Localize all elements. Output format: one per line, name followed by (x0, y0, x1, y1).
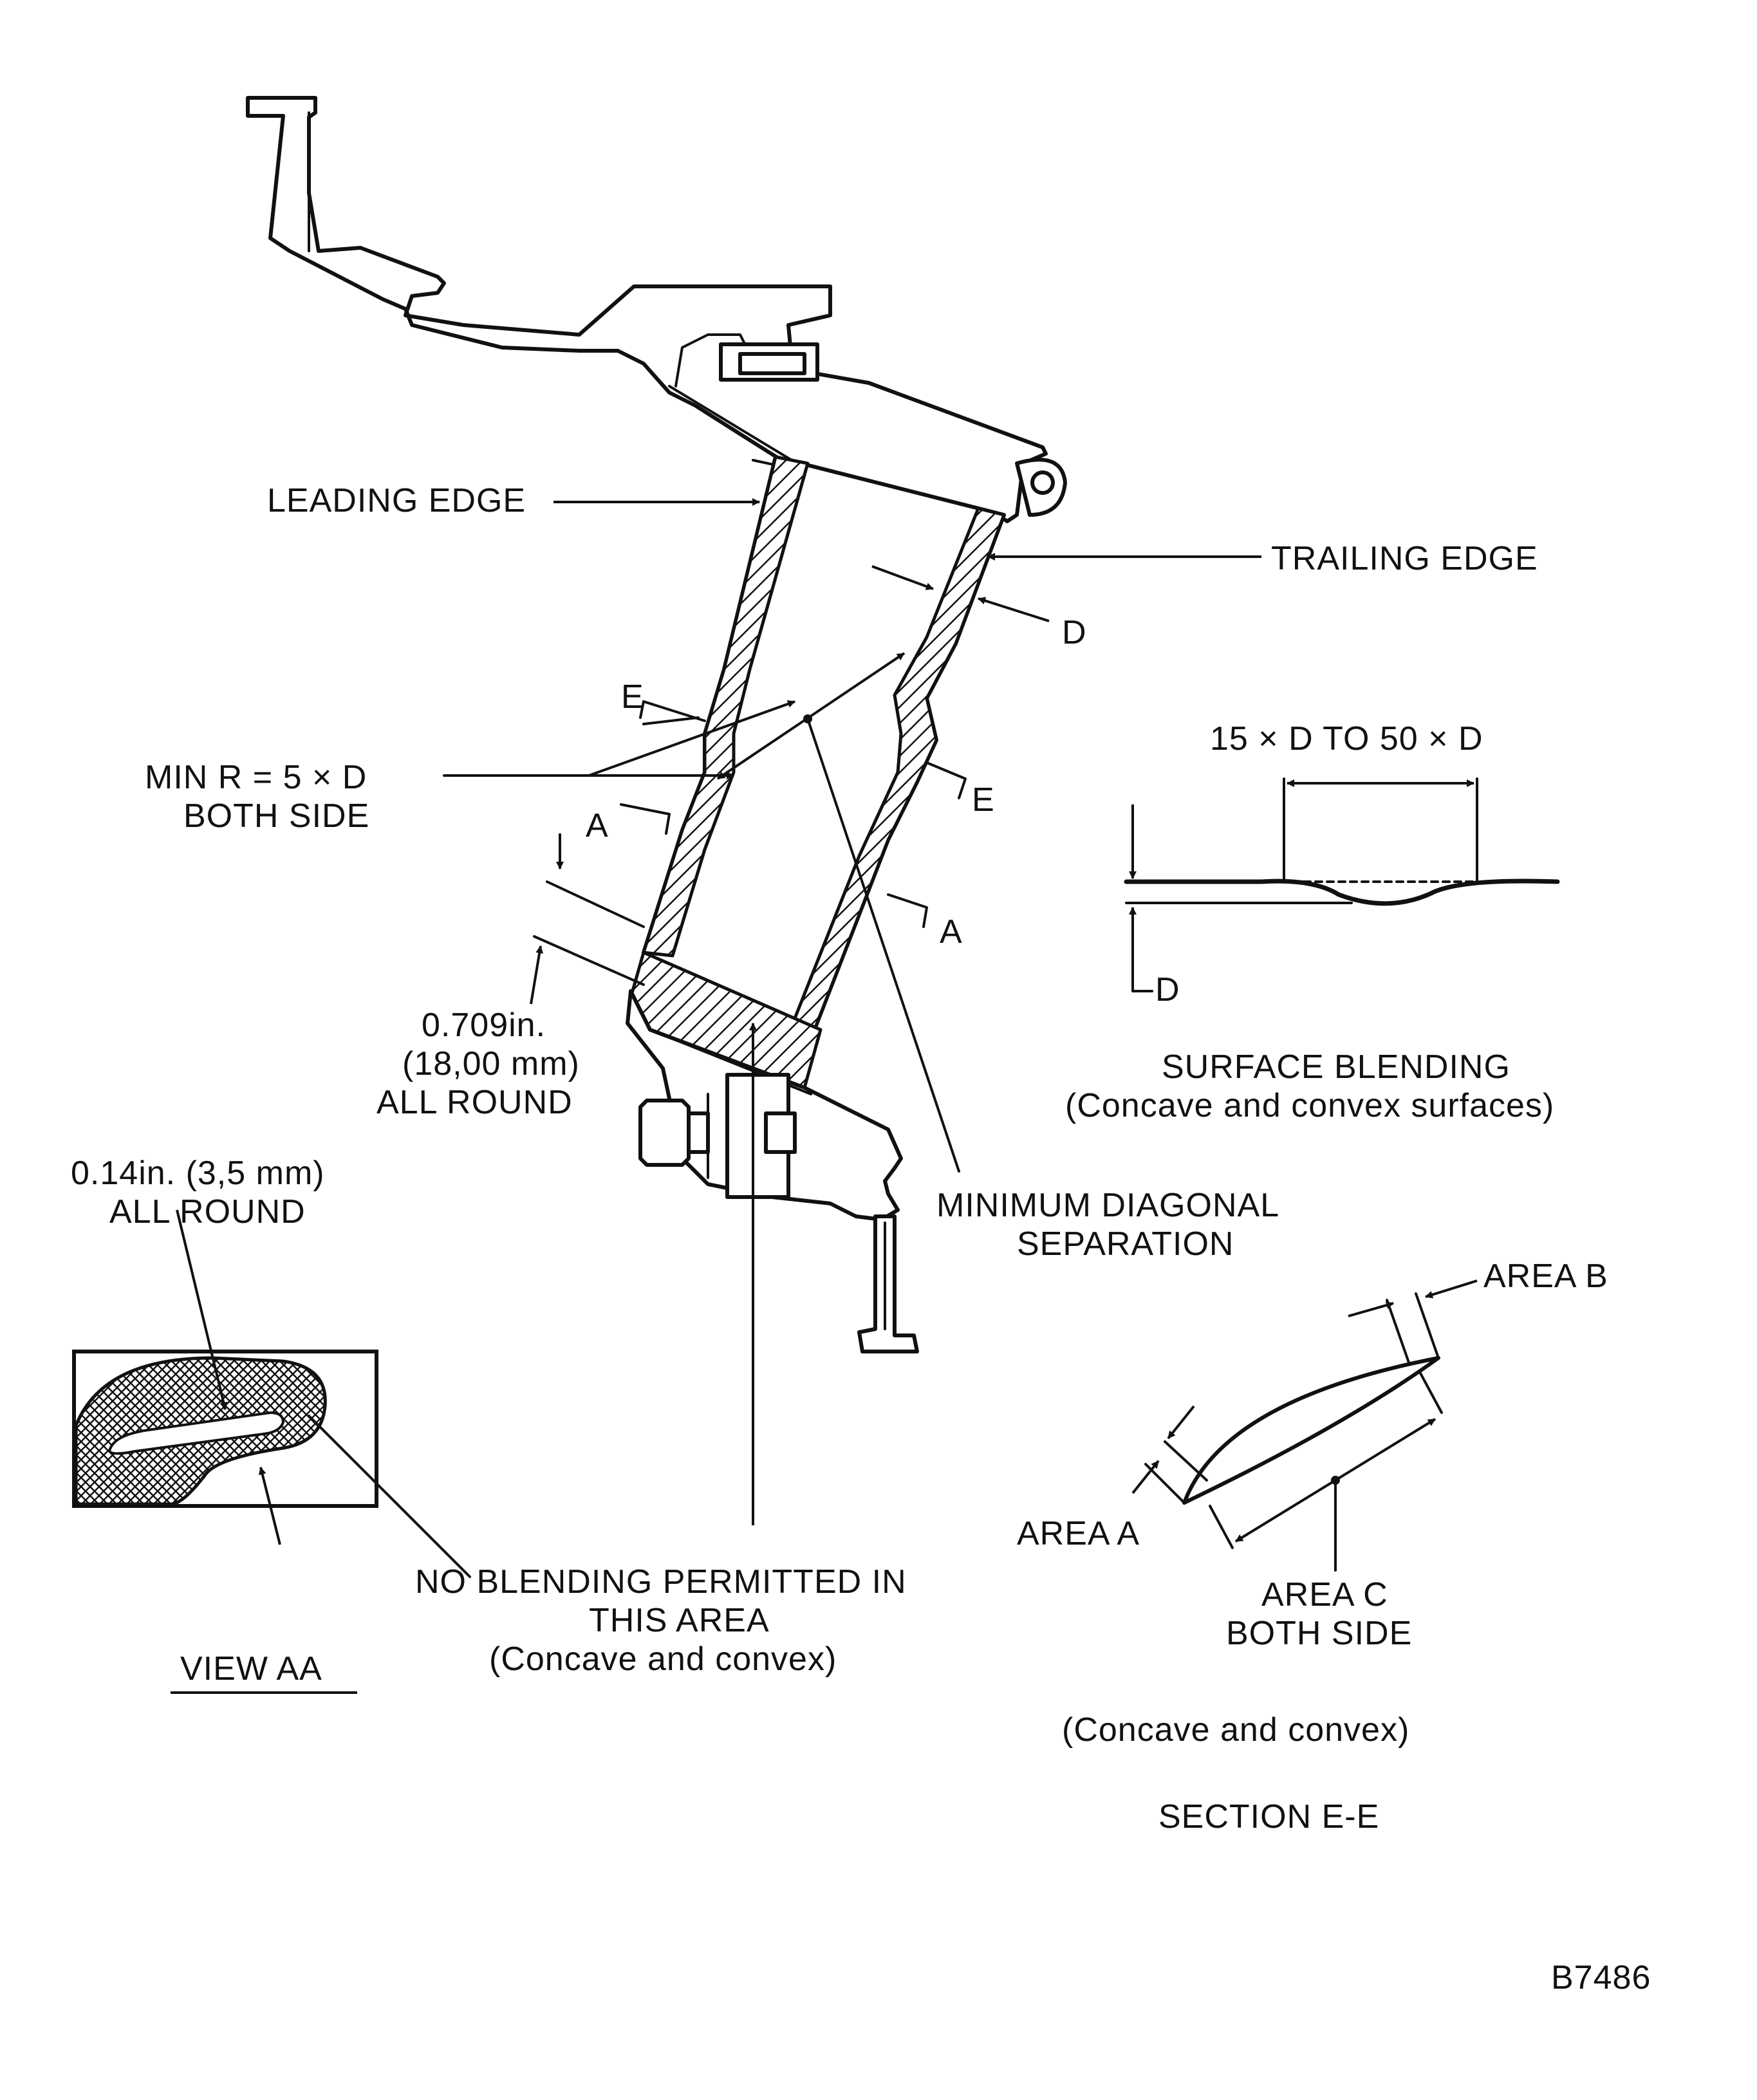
dimension-label-1: 0.709in. (422, 1007, 546, 1044)
d-arrow-left (871, 565, 934, 590)
no-blend-label-2: THIS AREA (589, 1602, 770, 1639)
view-dim-label-2: ALL ROUND (109, 1193, 306, 1231)
d-marker-blade: D (1062, 614, 1087, 651)
surface-blending-title: SURFACE BLENDING (1162, 1048, 1511, 1086)
section-note: (Concave and convex) (1062, 1711, 1409, 1749)
min-r-label: MIN R = 5 × D (145, 759, 367, 796)
lower-platform (626, 989, 919, 1353)
view-aa-title: VIEW AA (180, 1650, 322, 1687)
d-marker-blend: D (1155, 971, 1180, 1008)
view-aa (72, 1209, 471, 1694)
view-dim-label-1: 0.14in. (3,5 mm) (71, 1155, 325, 1192)
section-title: SECTION E-E (1158, 1798, 1379, 1835)
area-a-arrow-upper (1167, 1405, 1195, 1440)
d-arrow-right (978, 597, 1050, 622)
view-aa-no-blend-leader (308, 1415, 471, 1578)
area-c-label-1: AREA C (1261, 1576, 1388, 1613)
view-aa-leader-outer (258, 1467, 281, 1545)
area-a-label: AREA A (1017, 1515, 1140, 1552)
trailing-edge-label: TRAILING EDGE (1271, 540, 1538, 577)
section-lines (533, 700, 967, 986)
area-a-arrow-lower (1131, 1460, 1160, 1494)
section-ee (1131, 1279, 1478, 1572)
min-diag-label-1: MINIMUM DIAGONAL (936, 1187, 1279, 1224)
no-blend-label-3: (Concave and convex) (489, 1640, 837, 1678)
a-marker-right: A (940, 913, 963, 951)
view-aa-leader-inner (176, 1209, 228, 1410)
surface-blending-subtitle: (Concave and convex surfaces) (1065, 1087, 1554, 1124)
figure-id: B7486 (1551, 1959, 1651, 1996)
diagonal-separation-leader (806, 718, 960, 1173)
a-marker-left: A (586, 807, 609, 844)
no-blend-label-1: NO BLENDING PERMITTED IN (415, 1563, 907, 1601)
area-b-arrow-left (1348, 1301, 1394, 1317)
area-c-label-2: BOTH SIDE (1226, 1615, 1412, 1652)
e-marker-right: E (972, 781, 995, 819)
upper-platform (246, 96, 1048, 523)
leading-edge-label: LEADING EDGE (267, 482, 526, 519)
area-b-arrow-right (1425, 1279, 1478, 1299)
min-diag-label-2: SEPARATION (1017, 1225, 1234, 1263)
retaining-clip (719, 342, 1067, 517)
dimension-label-3: ALL ROUND (376, 1084, 573, 1121)
blend-range-label: 15 × D TO 50 × D (1210, 720, 1483, 757)
min-r-label-2: BOTH SIDE (183, 797, 369, 835)
area-b-label: AREA B (1483, 1258, 1608, 1295)
dimension-label-2: (18,00 mm) (402, 1045, 580, 1083)
dimension-arrow-lower (530, 945, 544, 1005)
e-marker-left: E (621, 678, 644, 716)
surface-blending-detail (1124, 777, 1560, 992)
